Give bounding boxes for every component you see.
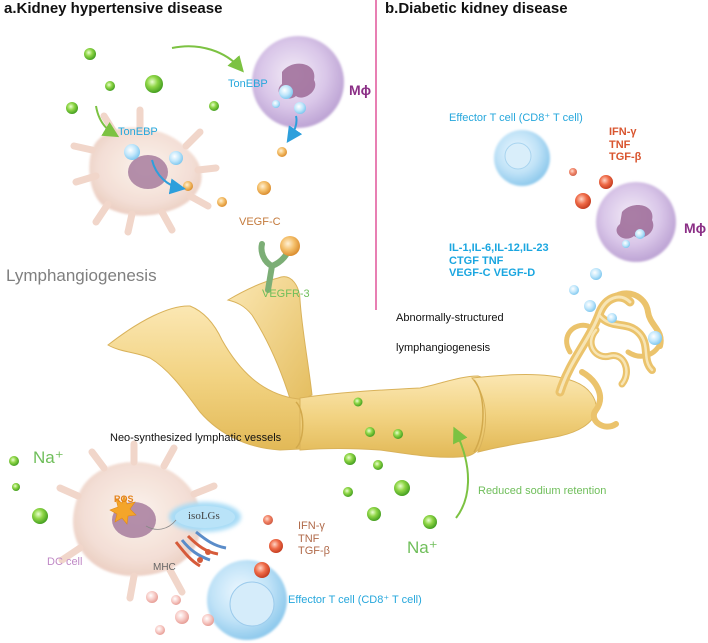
cytokine-b-ifn: IFN-γ (609, 126, 637, 138)
ros-burst-icon (109, 495, 137, 525)
effector-t-cell-panel-b (494, 130, 550, 186)
mhc-tcr-complex (174, 530, 227, 568)
ros-label: ROS (114, 494, 134, 504)
effector-t-label-b: Effector T cell (CD8⁺ T cell) (449, 112, 583, 124)
mhc-label: MHC (153, 562, 176, 573)
cytokine-b-tnf: TNF (609, 138, 631, 151)
vessel-right-trunk (471, 374, 597, 453)
dc-cell-bottom (56, 440, 218, 602)
arrow-to-dc-cell (95, 105, 120, 138)
lymphatic-vessel-network (107, 276, 664, 458)
reduced-sodium-arrow (453, 426, 469, 519)
isolgs-pointer (145, 519, 177, 530)
isolgs-blob (169, 502, 241, 532)
cytokine-a-tgf: TGF-β (298, 545, 330, 558)
vessel-central-trunk (299, 375, 495, 458)
macrophage-panel-b (596, 182, 676, 262)
panel-a-title: a.Kidney hypertensive disease (4, 0, 223, 17)
sodium-ions-panel-a-bottom (9, 456, 48, 524)
lymphangiogenesis-label: Lymphangiogenesis (6, 266, 157, 285)
sodium-ion-in-vessel (353, 397, 363, 407)
secreted-factor-list: IL-1,IL-6,IL-12,IL-23 CTGF TNF VEGF-C VE… (449, 242, 549, 280)
dc-cell-label: DC cell (47, 556, 83, 568)
dendritic-cell-top (70, 106, 220, 236)
vessel-valve (295, 401, 304, 449)
vegf-c-particles (217, 147, 300, 256)
secreted-factor-particles (569, 268, 662, 345)
factor-line-3: VEGF-C VEGF-D (449, 267, 536, 280)
cytokine-list-a: IFN-γ TNF TGF-β (298, 520, 330, 558)
tonebp-label-top: TonEBP (228, 78, 268, 90)
cytokine-list-b: IFN-γ TNF TGF-β (609, 126, 641, 164)
na-label-left: Na⁺ (33, 448, 64, 467)
isolgs-label: isoLGs (188, 510, 220, 522)
sodium-ions-bottom-right (343, 427, 437, 529)
macrophage-label-a: Mϕ (349, 82, 372, 98)
vegf-c-label: VEGF-C (239, 216, 281, 228)
tonebp-label-left: TonEBP (118, 126, 158, 138)
cytokine-b-tgf: TGF-β (609, 151, 642, 164)
abnormal-label-line-2: lymphangiogenesis (396, 342, 491, 354)
cytokine-a-tnf: TNF (298, 532, 320, 545)
macrophage-panel-a (252, 36, 344, 143)
factor-line-1: IL-1,IL-6,IL-12,IL-23 (449, 242, 549, 254)
effector-t-label-a: Effector T cell (CD8⁺ T cell) (288, 594, 422, 606)
vessel-upper-branch (226, 276, 313, 406)
reduced-sodium-label: Reduced sodium retention (478, 485, 607, 497)
cytokine-a-ifn: IFN-γ (298, 520, 325, 532)
na-label-right: Na⁺ (407, 538, 438, 557)
macrophage-label-b: Mϕ (684, 220, 707, 236)
pink-particles (146, 591, 214, 635)
vessel-valve (473, 379, 484, 453)
vegfr-3-label: VEGFR-3 (262, 288, 310, 300)
neo-vessels-label: Neo-synthesized lymphatic vessels (110, 432, 282, 444)
abnormal-label-line-1: Abnormally-structured (396, 312, 504, 324)
sodium-ions-panel-a-top (66, 48, 219, 114)
arrow-to-macrophage (171, 45, 244, 73)
panel-b-title: b.Diabetic kidney disease (385, 0, 568, 17)
cytokine-particles-panel-a (254, 515, 283, 578)
factor-line-2: CTGF TNF (449, 254, 504, 267)
cytokine-particles-panel-b (569, 168, 613, 209)
effector-t-cell-panel-a (207, 560, 287, 640)
